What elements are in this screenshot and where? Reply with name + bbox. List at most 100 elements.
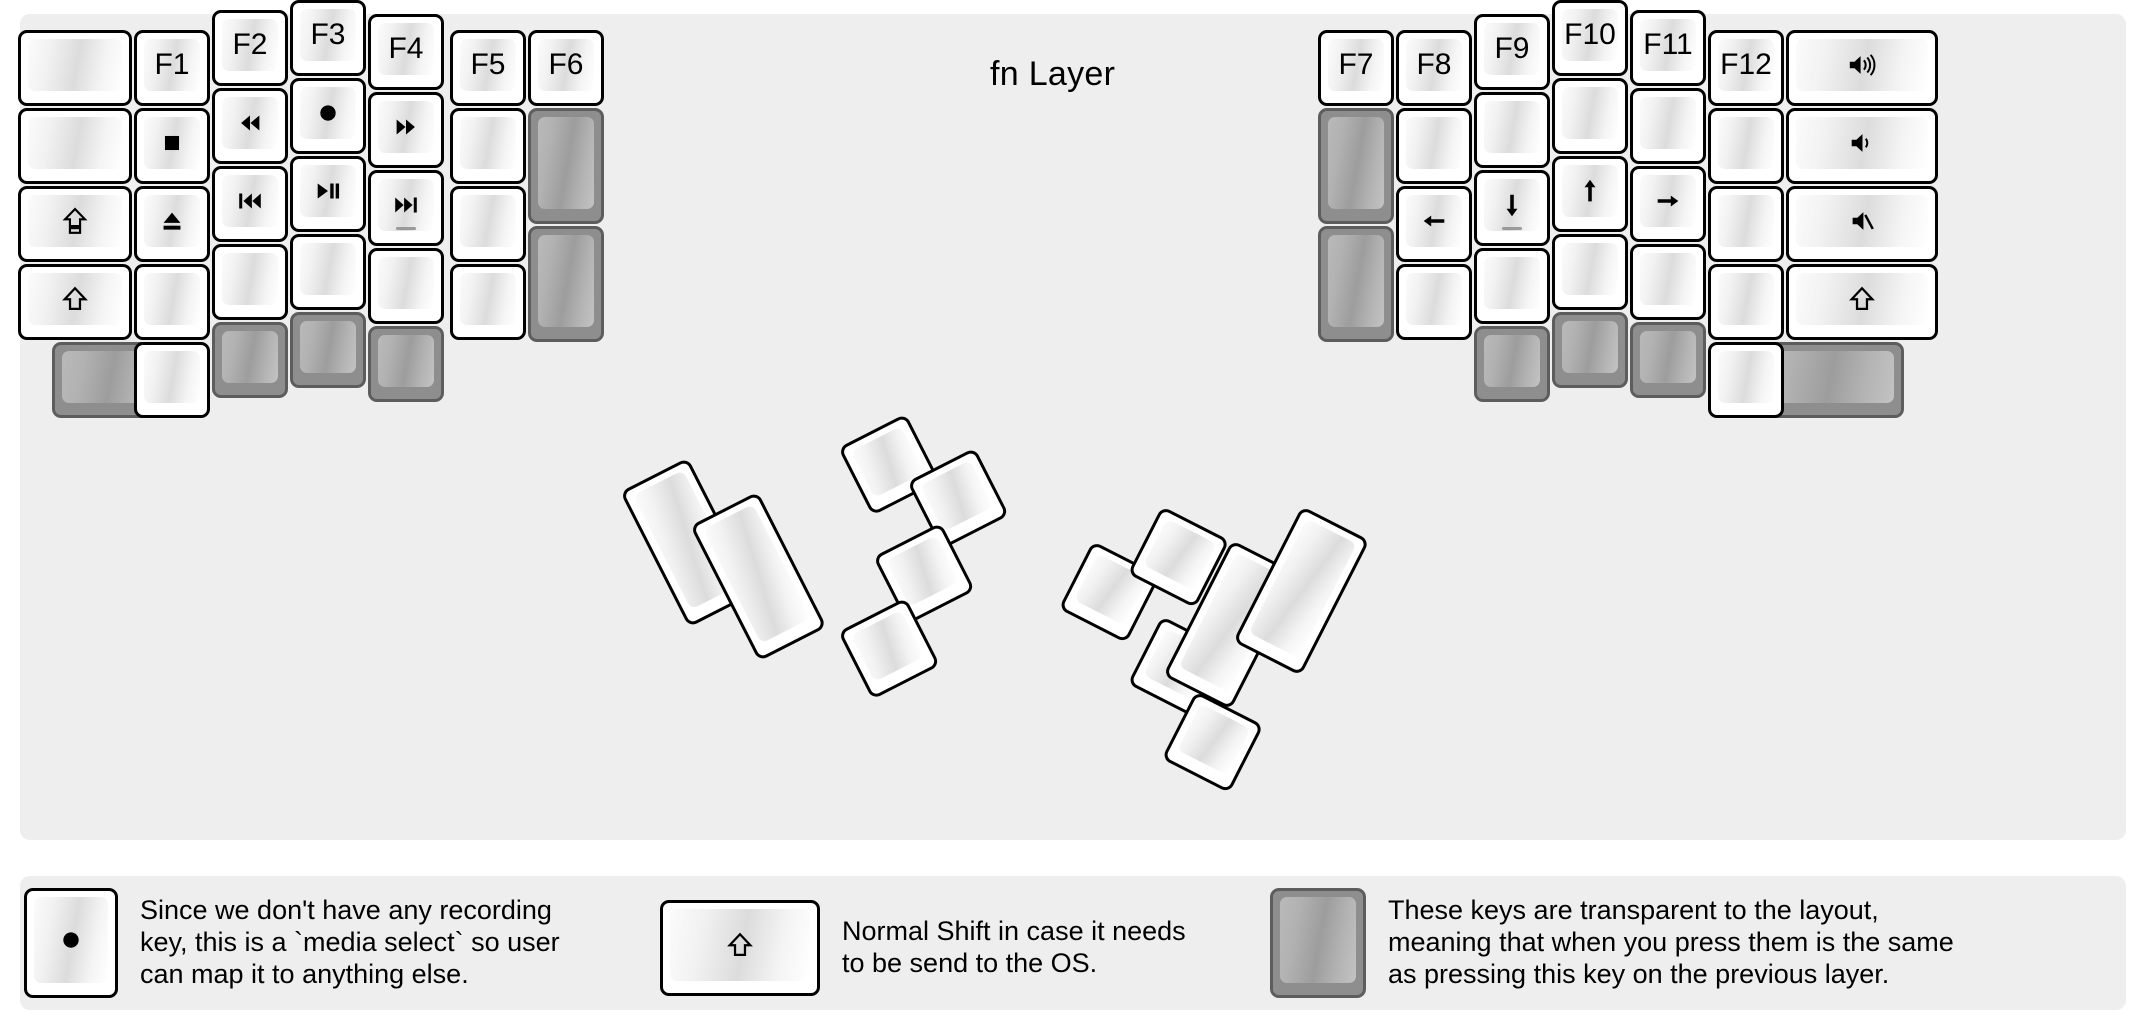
key-right-col-inner-1[interactable] xyxy=(1396,108,1472,184)
key-left-col-middle-0[interactable]: F3 xyxy=(290,0,366,76)
legend-item-2: These keys are transparent to the layout… xyxy=(1270,888,1954,998)
key-left-col-index-2[interactable] xyxy=(368,170,444,246)
keycap-face xyxy=(1640,97,1696,149)
keycap-face xyxy=(1328,117,1384,209)
key-left-col-ring-3[interactable] xyxy=(212,244,288,320)
key-left-col-middle-3[interactable] xyxy=(290,234,366,310)
key-left-col-outer-2[interactable] xyxy=(18,186,132,262)
key-left-col-ring-4[interactable] xyxy=(212,322,288,398)
key-right-col-index-2[interactable] xyxy=(1474,170,1550,246)
key-right-col-ring-4[interactable] xyxy=(1630,322,1706,398)
key-left-col-outer-1[interactable] xyxy=(18,108,132,184)
keycap-face: F8 xyxy=(1406,39,1462,91)
keycap-face xyxy=(1640,253,1696,305)
key-right-col-inner-3[interactable] xyxy=(1396,264,1472,340)
key-right-col-ring-0[interactable]: F11 xyxy=(1630,10,1706,86)
key-right-col-innermost-1[interactable] xyxy=(1318,108,1394,224)
key-left-col-innermost-2[interactable] xyxy=(528,226,604,342)
keycap-face xyxy=(670,909,810,981)
key-left-col-ring-0[interactable]: F2 xyxy=(212,10,288,86)
media-rewind-icon xyxy=(235,108,265,138)
key-left-col-innermost-1[interactable] xyxy=(528,108,604,224)
keycap-label: F4 xyxy=(388,32,424,65)
keycap-face xyxy=(850,610,925,682)
key-right-col-inner-2[interactable] xyxy=(1396,186,1472,262)
key-right-col-pinky-4[interactable] xyxy=(1708,342,1784,418)
keycap-face: F5 xyxy=(460,39,516,91)
key-right-col-index-3[interactable] xyxy=(1474,248,1550,324)
key-left-col-inner-3[interactable] xyxy=(450,264,526,340)
key-right-col-outer-2[interactable] xyxy=(1786,186,1938,262)
key-left-col-pinky-1[interactable] xyxy=(134,108,210,184)
keycap-label: F12 xyxy=(1720,48,1772,81)
key-left-col-outer-0[interactable] xyxy=(18,30,132,106)
keycap-face xyxy=(1562,243,1618,295)
key-right-col-index-0[interactable]: F9 xyxy=(1474,14,1550,90)
keycap-face xyxy=(1484,257,1540,309)
key-left-col-middle-1[interactable] xyxy=(290,78,366,154)
key-right-col-middle-2[interactable] xyxy=(1552,156,1628,232)
key-right-col-pinky-1[interactable] xyxy=(1708,108,1784,184)
key-right-col-outer-3[interactable] xyxy=(1786,264,1938,340)
key-left-col-pinky-0[interactable]: F1 xyxy=(134,30,210,106)
arrow-left-icon xyxy=(1419,206,1449,236)
keycap-face xyxy=(378,179,434,231)
keycap-face: F2 xyxy=(222,19,278,71)
key-left-col-middle-4[interactable] xyxy=(290,312,366,388)
key-left-col-index-1[interactable] xyxy=(368,92,444,168)
legend-key-0[interactable] xyxy=(24,888,118,998)
legend-panel xyxy=(20,876,2126,1010)
key-right-col-pinky-3[interactable] xyxy=(1708,264,1784,340)
key-right-col-innermost-0[interactable]: F7 xyxy=(1318,30,1394,106)
keycap-face: F3 xyxy=(300,9,356,61)
legend-key-2[interactable] xyxy=(1270,888,1366,998)
keycap-face xyxy=(1796,117,1928,169)
key-right-col-middle-1[interactable] xyxy=(1552,78,1628,154)
key-left-col-ring-1[interactable] xyxy=(212,88,288,164)
key-right-col-middle-4[interactable] xyxy=(1552,312,1628,388)
key-right-col-inner-0[interactable]: F8 xyxy=(1396,30,1472,106)
shift-icon xyxy=(725,930,755,960)
key-left-col-inner-1[interactable] xyxy=(450,108,526,184)
key-left-col-pinky-2[interactable] xyxy=(134,186,210,262)
key-right-col-ring-1[interactable] xyxy=(1630,88,1706,164)
keycap-face xyxy=(222,253,278,305)
key-right-col-middle-0[interactable]: F10 xyxy=(1552,0,1628,76)
key-left-col-index-4[interactable] xyxy=(368,326,444,402)
key-left-col-inner-0[interactable]: F5 xyxy=(450,30,526,106)
key-left-col-pinky-3[interactable] xyxy=(134,264,210,340)
key-right-col-index-4[interactable] xyxy=(1474,326,1550,402)
keycap-face xyxy=(919,460,994,532)
keycap-face xyxy=(34,897,108,983)
key-left-col-pinky-4[interactable] xyxy=(134,342,210,418)
key-right-col-pinky-2[interactable] xyxy=(1708,186,1784,262)
key-right-col-pinky-0[interactable]: F12 xyxy=(1708,30,1784,106)
key-right-col-ring-2[interactable] xyxy=(1630,166,1706,242)
keycap-face xyxy=(1718,351,1774,403)
keycap-face: F9 xyxy=(1484,23,1540,75)
key-right-col-ring-3[interactable] xyxy=(1630,244,1706,320)
key-right-col-outer-1[interactable] xyxy=(1786,108,1938,184)
key-right-col-outer-0[interactable] xyxy=(1786,30,1938,106)
key-left-col-innermost-0[interactable]: F6 xyxy=(528,30,604,106)
key-left-col-ring-2[interactable] xyxy=(212,166,288,242)
key-left-col-index-0[interactable]: F4 xyxy=(368,14,444,90)
key-right-col-middle-3[interactable] xyxy=(1552,234,1628,310)
key-left-col-inner-2[interactable] xyxy=(450,186,526,262)
key-right-col-index-1[interactable] xyxy=(1474,92,1550,168)
legend-key-1[interactable] xyxy=(660,900,820,996)
keycap-face xyxy=(144,273,200,325)
keycap-face xyxy=(538,235,594,327)
shift-icon xyxy=(1847,284,1877,314)
arrow-right-icon xyxy=(1653,186,1683,216)
keycap-face xyxy=(1484,101,1540,153)
keycap-face xyxy=(1640,175,1696,227)
key-left-col-index-3[interactable] xyxy=(368,248,444,324)
media-record-icon xyxy=(56,925,86,955)
key-left-col-outer-3[interactable] xyxy=(18,264,132,340)
media-play-pause-icon xyxy=(313,176,343,206)
keycap-face xyxy=(1406,273,1462,325)
key-right-col-innermost-2[interactable] xyxy=(1318,226,1394,342)
media-previous-icon xyxy=(235,186,265,216)
key-left-col-middle-2[interactable] xyxy=(290,156,366,232)
